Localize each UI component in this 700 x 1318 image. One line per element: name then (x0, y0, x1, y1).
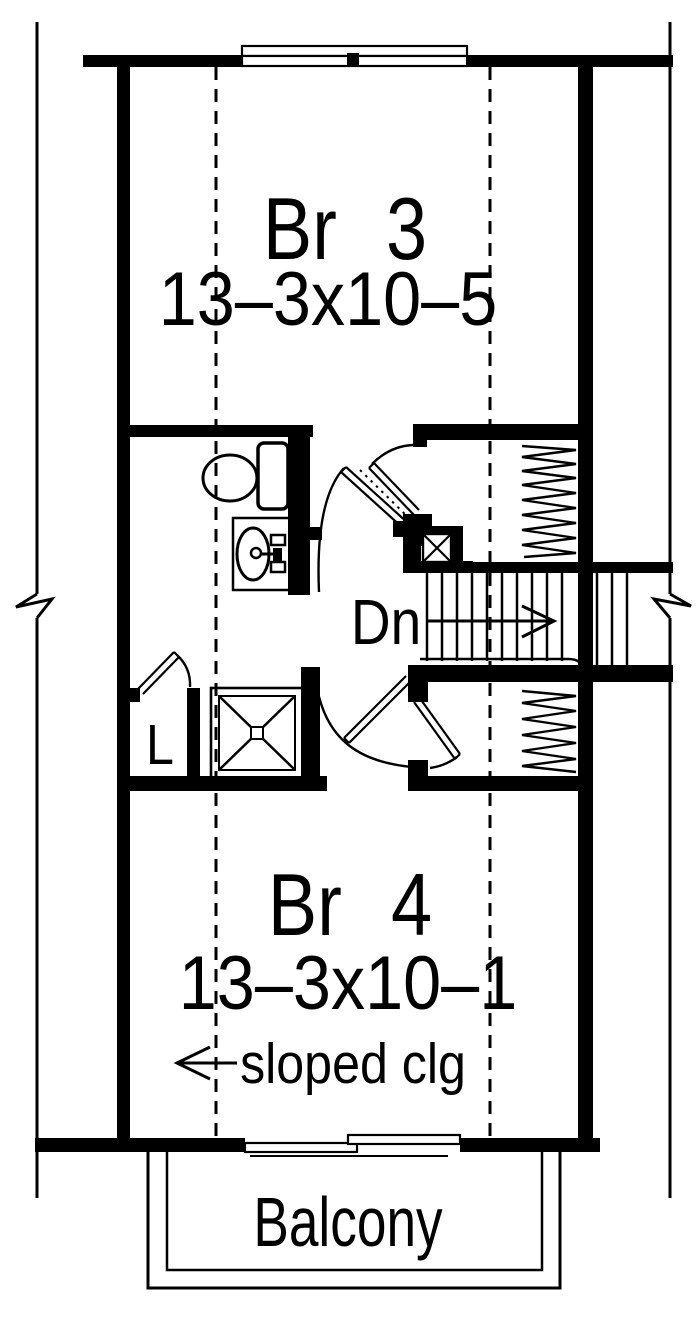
br3-hall-divider-wall (415, 424, 578, 440)
window (240, 44, 469, 68)
sloped-clg-arrow (173, 1045, 237, 1081)
shower (209, 686, 305, 780)
staircase (420, 573, 629, 673)
door-opening-dotted-line (359, 469, 413, 522)
sloped-ceiling-note: sloped clg (240, 1032, 466, 1096)
exterior-wall-bottom-right (460, 1138, 600, 1152)
door-swing-arc (313, 673, 429, 770)
balcony-rail (146, 1152, 562, 1290)
sliding-door-panel (243, 1141, 359, 1154)
br4-divider-wall-right (408, 776, 593, 791)
br4-divider-wall-left (117, 776, 327, 791)
faucet-handle (269, 560, 287, 574)
door-swing-arc (176, 654, 192, 688)
bathroom-door (317, 466, 410, 593)
door-swing-arc (371, 443, 414, 465)
exterior-wall-top-left (83, 55, 242, 67)
room-dims-br3: 13–3x10–5 (158, 257, 498, 342)
vestibule-jamb-bottom (408, 760, 428, 791)
balcony-label: Balcony (253, 1183, 443, 1261)
bathroom-wall (288, 437, 310, 595)
exterior-wall-top-right (467, 55, 673, 67)
corner-post (450, 526, 463, 568)
stairwell-wall-bottom (408, 665, 673, 682)
chase-box (421, 532, 453, 564)
window-mullion (347, 53, 359, 67)
sliding-door (243, 1133, 462, 1157)
shower-drain (250, 726, 264, 740)
corner-post (420, 526, 459, 534)
corner-post (393, 521, 404, 537)
exterior-wall-left (117, 55, 130, 1152)
door-swing-arc (317, 467, 345, 593)
faucet-body (273, 548, 282, 561)
roof-eave-lines (15, 22, 692, 1198)
attic-hatch-lower (521, 689, 577, 774)
room-label-br4: Br 4 (267, 855, 433, 954)
br4-door (313, 673, 429, 770)
room-dims-br4: 13–3x10–1 (178, 941, 518, 1026)
sink-vanity (231, 516, 293, 592)
sloped-ceiling-lines (214, 67, 492, 1138)
linen-closet-jamb (128, 688, 140, 702)
door-jamb (413, 424, 427, 447)
understair-closet-door (413, 696, 461, 770)
exterior-wall-right (578, 55, 593, 1152)
break-line-symbol (650, 592, 692, 619)
linen-closet-wall (187, 688, 200, 776)
faucet-handle (269, 533, 287, 547)
break-line-symbol (15, 592, 56, 619)
door-swing-arc (429, 756, 458, 770)
attic-hatch-upper (521, 444, 577, 559)
doors (137, 443, 461, 770)
stairs-down-label: Dn (350, 586, 422, 658)
shower-wall (301, 667, 320, 776)
linen-closet-door (137, 651, 192, 695)
br3-door (359, 443, 420, 522)
vestibule-jamb-top (408, 667, 428, 702)
sliding-door-panel (346, 1133, 462, 1146)
corner-post (403, 546, 421, 573)
sink-drain (249, 546, 263, 560)
exterior-wall-bottom-left (35, 1138, 245, 1152)
linen-closet-label: L (146, 713, 174, 777)
room-label-br3: Br 3 (262, 179, 428, 278)
stairwell-wall-top (415, 562, 673, 573)
br3-bath-divider-wall (117, 425, 313, 437)
